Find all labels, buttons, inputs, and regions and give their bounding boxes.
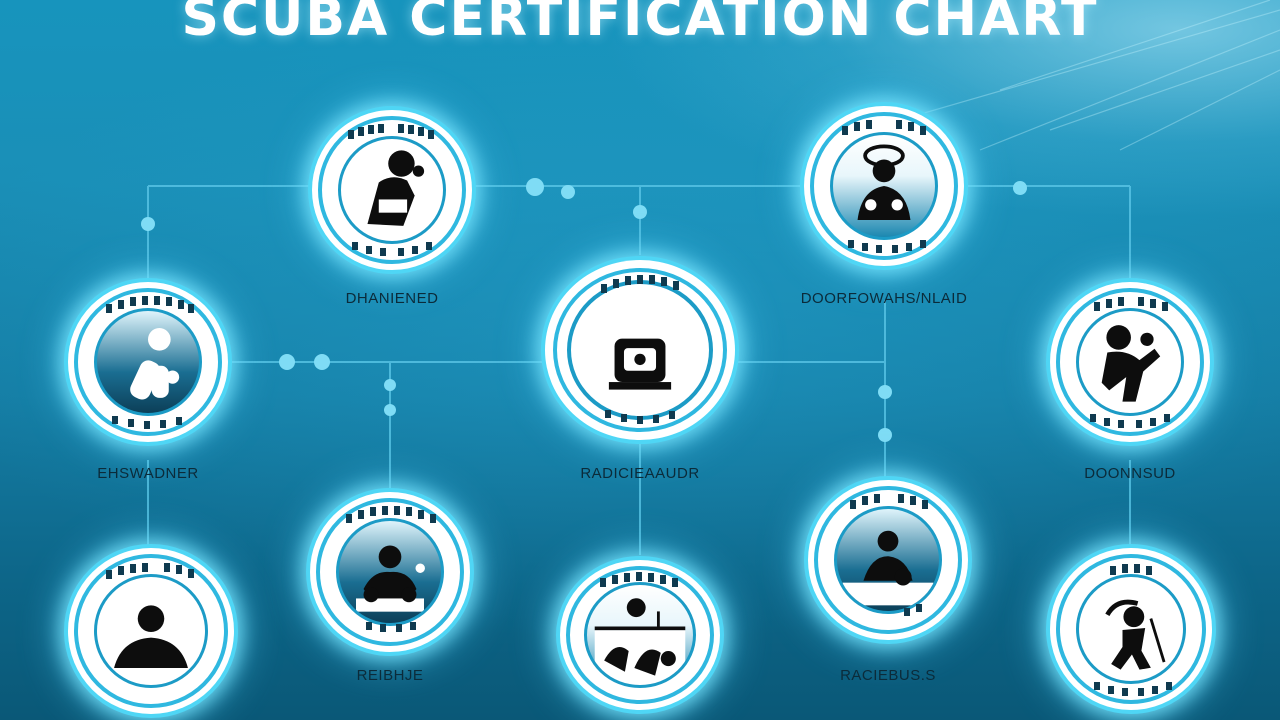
- ring-lettering: [348, 124, 434, 256]
- ring-lettering: [106, 563, 194, 579]
- badge-node-9[interactable]: [808, 480, 968, 640]
- ring-lettering: [346, 506, 436, 632]
- bubble-dot: [141, 217, 155, 231]
- node-label-9: RACIEBUS.S: [840, 667, 936, 684]
- badge-node-7[interactable]: [310, 492, 470, 652]
- badge-node-10[interactable]: [1050, 548, 1212, 710]
- bubble-dot: [878, 385, 892, 399]
- chart-title: SCUBA CERTIFICATION CHART: [181, 0, 1099, 48]
- ring-lettering: [850, 494, 928, 616]
- bubble-dot: [633, 205, 647, 219]
- boat-diver-icon: [842, 530, 934, 606]
- bubble-dot: [1013, 181, 1027, 195]
- ring-lettering: [106, 296, 194, 429]
- ring-lettering: [1090, 297, 1170, 428]
- ring-lettering: [842, 120, 926, 253]
- bubble-dot: [878, 428, 892, 442]
- ring-lettering: [600, 572, 678, 587]
- diver-helmet-icon: [608, 338, 672, 390]
- advanced-diver-icon: [1105, 599, 1166, 670]
- bubble-dot: [279, 354, 295, 370]
- node-label-5: DOONNSUD: [1084, 465, 1176, 482]
- badge-node-6[interactable]: [68, 548, 234, 714]
- badge-node-1[interactable]: [312, 110, 472, 270]
- diver-with-mask-icon: [857, 144, 911, 220]
- swimming-diver-icon: [1101, 325, 1161, 402]
- diver-group-icon: [356, 545, 425, 612]
- person-silhouette-icon: [114, 605, 188, 668]
- ring-lettering: [601, 275, 679, 424]
- badge-node-5[interactable]: [1050, 282, 1210, 442]
- node-label-4: RADICIEAAUDR: [580, 465, 700, 482]
- bubble-dot: [314, 354, 330, 370]
- node-label-3: EHSWADNER: [97, 465, 199, 482]
- bubble-dot: [384, 404, 396, 416]
- underwater-divers-icon: [594, 598, 686, 685]
- node-label-2: DOORFOWAHS/NLAID: [800, 290, 968, 307]
- node-label-1: DHANIENED: [345, 290, 439, 307]
- bubble-dot: [384, 379, 396, 391]
- bubble-dot: [526, 178, 544, 196]
- badge-node-4[interactable]: [545, 260, 735, 440]
- diver-with-regulator-icon: [367, 150, 425, 226]
- bubble-dot: [561, 185, 575, 199]
- badge-node-3[interactable]: [68, 282, 228, 442]
- node-label-7: REIBHJE: [356, 667, 424, 684]
- ring-lettering: [1094, 564, 1172, 696]
- badge-node-2[interactable]: [804, 106, 964, 266]
- scuba-tank-icon: [130, 328, 180, 400]
- badge-node-8[interactable]: [560, 560, 720, 710]
